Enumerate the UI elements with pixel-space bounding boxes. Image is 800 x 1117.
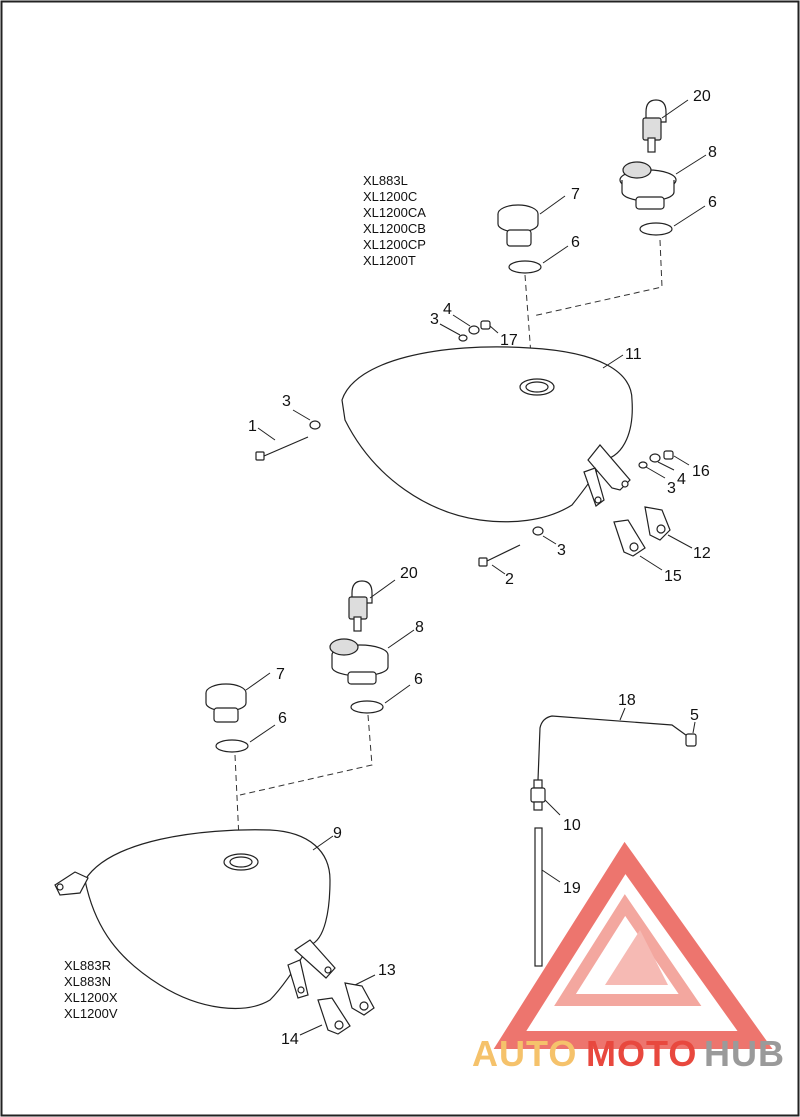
model-lower-2: XL1200X: [64, 990, 118, 1005]
callout-18: 18: [618, 692, 636, 709]
callout-6c: 6: [278, 710, 287, 727]
bolt-front-upper: [255, 409, 321, 461]
model-upper-1: XL1200C: [363, 189, 417, 204]
assembly-line-lower-left: [234, 754, 241, 861]
key-upper: [642, 99, 689, 153]
callout-1: 1: [248, 418, 257, 435]
callout-2: 2: [505, 571, 514, 588]
watermark-logo: [493, 841, 773, 1049]
callout-17: 17: [500, 332, 518, 349]
model-upper-5: XL1200T: [363, 253, 416, 268]
model-lower-1: XL883N: [64, 974, 111, 989]
watermark-part1: AUTO: [472, 1033, 577, 1074]
callout-12: 12: [693, 545, 711, 562]
callout-13: 13: [378, 962, 396, 979]
gasket-lower-left: [215, 724, 276, 753]
callout-3c: 3: [667, 480, 676, 497]
fuel-cap-vented-upper: [497, 195, 566, 247]
fuel-cap-locking-upper: [619, 154, 707, 210]
callout-8a: 8: [708, 144, 717, 161]
callout-6b: 6: [708, 194, 717, 211]
callout-3d: 3: [557, 542, 566, 559]
watermark-text: AUTO MOTO HUB: [472, 1033, 785, 1074]
hardware-top-mount: [439, 314, 499, 342]
callout-20b: 20: [400, 565, 418, 582]
callout-6d: 6: [414, 671, 423, 688]
bolt-rear-upper: [478, 526, 557, 575]
fuel-cap-locking-lower: [329, 629, 415, 685]
key-lower: [348, 579, 396, 632]
gasket-upper-right: [639, 205, 706, 236]
callout-5: 5: [690, 707, 699, 724]
fuel-line-assembly: [530, 707, 697, 967]
bracket-13-14: [299, 974, 376, 1036]
fuel-cap-vented-lower: [205, 672, 271, 723]
assembly-line-lower-right: [239, 714, 373, 796]
model-upper-3: XL1200CB: [363, 221, 426, 236]
watermark-part2: MOTO: [586, 1033, 697, 1074]
callout-19: 19: [563, 880, 581, 897]
callout-7b: 7: [276, 666, 285, 683]
model-lower-0: XL883R: [64, 958, 111, 973]
callout-11: 11: [625, 346, 642, 363]
mount-bracket-lower: [287, 939, 336, 999]
callout-15: 15: [664, 568, 682, 585]
callout-3b: 3: [282, 393, 291, 410]
fuel-tank-upper: [341, 346, 633, 523]
mount-front-lower: [54, 871, 89, 896]
callout-10: 10: [563, 817, 581, 834]
model-upper-2: XL1200CA: [363, 205, 426, 220]
callout-4a: 4: [443, 301, 452, 318]
callout-numbers: 20 8 6 7 6 4 3 17 11 3 1 16 4 3 3 2 12 1…: [248, 88, 717, 1048]
bracket-12-15: [613, 506, 693, 571]
gasket-lower-right: [350, 684, 411, 714]
callout-8b: 8: [415, 619, 424, 636]
callout-6a: 6: [571, 234, 580, 251]
assembly-line-upper-right: [532, 239, 663, 317]
model-list-lower: XL883R XL883N XL1200X XL1200V: [64, 958, 118, 1021]
hardware-rear-mount: [638, 450, 690, 479]
assembly-line-upper-left: [524, 274, 534, 383]
model-lower-3: XL1200V: [64, 1006, 118, 1021]
callout-20a: 20: [693, 88, 711, 105]
callout-16: 16: [692, 463, 710, 480]
callout-7a: 7: [571, 186, 580, 203]
callout-3a: 3: [430, 311, 439, 328]
gasket-upper-left: [508, 245, 569, 274]
mount-bracket-upper: [583, 444, 631, 507]
callout-4b: 4: [677, 471, 686, 488]
callout-14: 14: [281, 1031, 299, 1048]
callout-9: 9: [333, 825, 342, 842]
model-upper-4: XL1200CP: [363, 237, 426, 252]
model-upper-0: XL883L: [363, 173, 408, 188]
model-list-upper: XL883L XL1200C XL1200CA XL1200CB XL1200C…: [363, 173, 426, 268]
watermark-part3: HUB: [704, 1033, 785, 1074]
